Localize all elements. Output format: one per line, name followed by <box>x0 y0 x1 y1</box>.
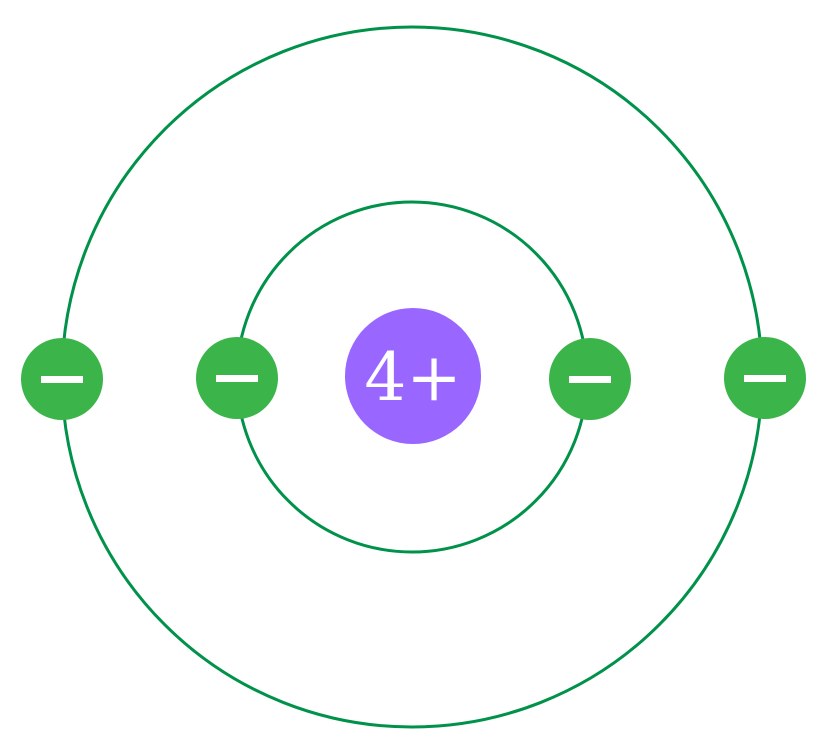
minus-sign <box>41 376 83 383</box>
electron-outer-right <box>724 337 806 419</box>
electron-inner-left <box>196 337 278 419</box>
nucleus: 4+ <box>345 308 481 444</box>
electron-inner-right <box>549 338 631 420</box>
minus-sign <box>744 375 786 382</box>
minus-sign <box>216 375 258 382</box>
nucleus-label: 4+ <box>364 339 461 416</box>
minus-sign <box>569 376 611 383</box>
electron-outer-left <box>21 338 103 420</box>
